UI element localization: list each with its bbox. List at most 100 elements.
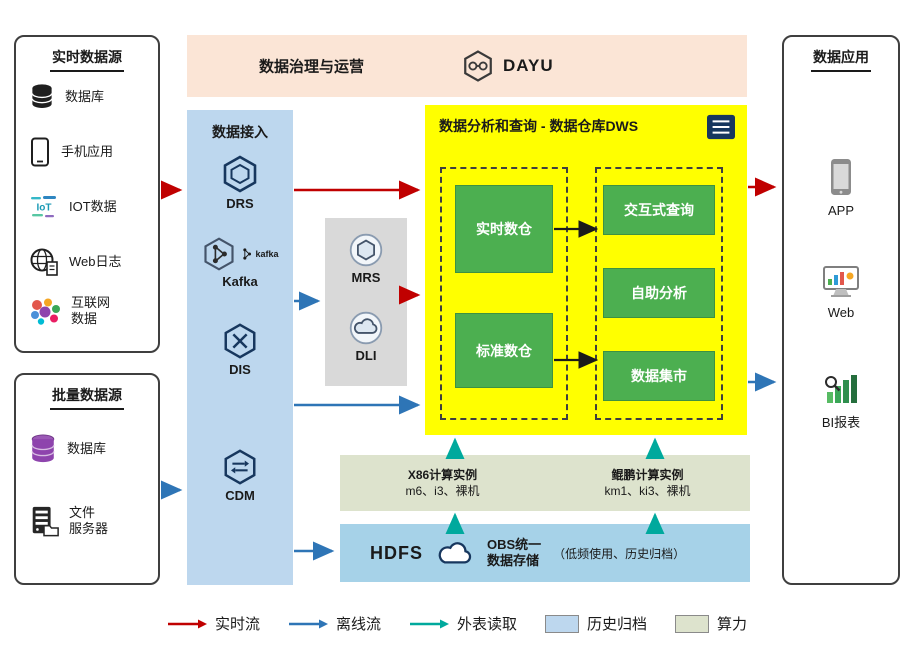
ingestion-label: DRS — [226, 196, 254, 211]
source-label: 数据库 — [65, 88, 105, 104]
file-server-icon — [32, 507, 59, 537]
dli-icon — [349, 311, 383, 345]
ingestion-item-dis: DIS — [187, 322, 293, 377]
node-self-service-analysis: 自助分析 — [603, 268, 715, 318]
realtime-sources-box: 实时数据源 数据库 手机应用 IoT IOT数据 — [14, 35, 160, 353]
dayu-icon — [464, 50, 492, 82]
legend-item-history-archive: 历史归档 — [545, 613, 647, 634]
dis-icon — [224, 323, 256, 359]
source-item-mobile-app: 手机应用 — [28, 137, 113, 167]
dws-panel: 数据分析和查询 - 数据仓库DWS 实时数仓 标准数仓 交互式查询 自助分析 数… — [425, 105, 747, 435]
app-label: Web — [827, 305, 855, 320]
processing-item-mrs: MRS — [325, 232, 407, 285]
dayu-logo: DAYU — [461, 49, 554, 83]
source-item-database: 数据库 — [28, 82, 104, 112]
app-item-bi: BI报表 — [784, 372, 898, 431]
governance-banner: 数据治理与运营 DAYU — [187, 35, 747, 97]
app-item-web: Web — [784, 265, 898, 320]
source-label: 互联网 数据 — [71, 295, 111, 327]
compute-title: 鲲鹏计算实例 — [611, 467, 684, 482]
source-label: Web日志 — [69, 253, 122, 269]
phone-icon — [31, 137, 49, 167]
governance-title: 数据治理与运营 — [259, 58, 365, 76]
ingestion-label: DIS — [229, 362, 251, 377]
data-apps-title: 数据应用 — [784, 47, 898, 72]
processing-panel: MRS DLI — [325, 218, 407, 386]
source-label: 数据库 — [67, 440, 107, 456]
iot-icon: IoT — [31, 196, 56, 218]
database-icon — [31, 84, 53, 108]
compute-title: X86计算实例 — [407, 467, 478, 482]
obs-note: （低频使用、历史归档） — [553, 546, 686, 561]
app-item-app: APP — [784, 157, 898, 218]
source-item-web-log: Web日志 — [28, 247, 122, 277]
svg-text:IoT: IoT — [37, 203, 52, 214]
ingestion-item-kafka: kafka Kafka — [187, 236, 293, 289]
red-arrow-icon — [167, 619, 207, 628]
legend: 实时流 离线流 外表读取 历史归档 算力 — [0, 613, 914, 634]
processing-label: DLI — [355, 348, 377, 363]
source-label: 文件 服务器 — [69, 505, 109, 537]
bi-chart-icon — [825, 375, 857, 403]
compute-group-kunpeng: 鲲鹏计算实例 km1、ki3、裸机 — [545, 455, 750, 511]
batch-sources-title: 批量数据源 — [16, 385, 158, 410]
compute-subtitle: m6、i3、裸机 — [405, 484, 480, 498]
hdfs-label: HDFS — [370, 542, 423, 563]
batch-database-icon — [31, 434, 55, 463]
web-log-icon — [30, 248, 58, 276]
processing-item-dli: DLI — [325, 310, 407, 363]
cdm-icon — [224, 449, 256, 485]
ingestion-item-drs: DRS — [187, 154, 293, 211]
compute-power-swatch — [675, 614, 710, 633]
kafka-logo-icon — [243, 248, 252, 260]
processing-label: MRS — [351, 270, 381, 285]
obs-label: OBS统一 数据存储 — [487, 537, 542, 568]
kafka-icon — [204, 237, 235, 271]
source-label: 手机应用 — [61, 143, 114, 159]
node-standard-warehouse: 标准数仓 — [455, 313, 553, 388]
history-archive-swatch — [545, 614, 579, 633]
source-item-file-server: 文件 服务器 — [28, 505, 108, 538]
app-label: APP — [827, 203, 854, 218]
storage-strip: HDFS OBS统一 数据存储 （低频使用、历史归档） — [340, 524, 750, 582]
legend-label: 离线流 — [335, 616, 381, 633]
internet-data-icon — [31, 298, 60, 325]
app-icon — [831, 159, 851, 195]
source-item-iot: IoT IOT数据 — [28, 193, 117, 221]
source-item-batch-database: 数据库 — [28, 433, 106, 465]
source-label: IOT数据 — [69, 198, 117, 214]
data-apps-box: 数据应用 APP Web — [782, 35, 900, 585]
dayu-label: DAYU — [503, 56, 554, 75]
dws-title: 数据分析和查询 - 数据仓库DWS — [439, 118, 639, 134]
legend-item-external-read: 外表读取 — [409, 613, 517, 634]
legend-label: 外表读取 — [456, 616, 517, 633]
legend-item-realtime-flow: 实时流 — [167, 613, 260, 634]
dws-right-group — [595, 167, 723, 420]
ingestion-label: CDM — [225, 488, 255, 503]
cloud-icon — [438, 542, 472, 564]
kafka-logo-text: kafka — [255, 249, 279, 259]
app-label: BI报表 — [821, 415, 861, 430]
legend-item-compute-power: 算力 — [675, 613, 747, 634]
document-icon — [707, 114, 735, 140]
data-ingestion-panel: 数据接入 DRS — [187, 110, 293, 585]
ingestion-item-cdm: CDM — [187, 448, 293, 503]
legend-label: 历史归档 — [587, 616, 648, 633]
web-monitor-icon — [823, 266, 859, 297]
realtime-sources-title: 实时数据源 — [16, 47, 158, 72]
compute-strip: X86计算实例 m6、i3、裸机 鲲鹏计算实例 km1、ki3、裸机 — [340, 455, 750, 511]
node-interactive-query: 交互式查询 — [603, 185, 715, 235]
node-realtime-warehouse: 实时数仓 — [455, 185, 553, 273]
ingestion-label: Kafka — [222, 274, 258, 289]
legend-label: 算力 — [717, 616, 748, 633]
legend-item-offline-flow: 离线流 — [288, 613, 381, 634]
kafka-icon-row: kafka — [201, 236, 279, 272]
node-data-mart: 数据集市 — [603, 351, 715, 401]
source-item-internet-data: 互联网 数据 — [28, 295, 110, 328]
compute-group-x86: X86计算实例 m6、i3、裸机 — [340, 455, 545, 511]
legend-label: 实时流 — [214, 616, 260, 633]
teal-arrow-icon — [409, 619, 449, 628]
compute-subtitle: km1、ki3、裸机 — [604, 484, 691, 498]
dws-left-group — [440, 167, 568, 420]
